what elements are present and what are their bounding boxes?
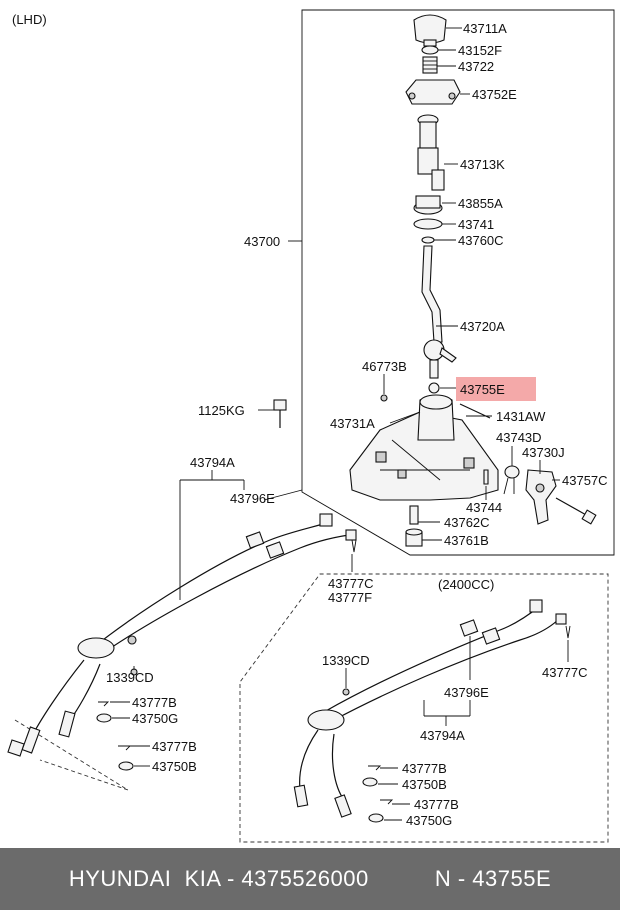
pin-43744	[483, 469, 489, 485]
label-43730J: 43730J	[522, 445, 565, 460]
kit-2400cc-outline	[239, 573, 609, 843]
washer-group-outline	[14, 719, 129, 791]
label-43750B: 43750B	[152, 759, 197, 774]
variant-label: (LHD)	[12, 12, 47, 27]
label-43750G: 43750G	[132, 711, 178, 726]
label-43711A: 43711A	[463, 21, 507, 36]
footer-part: N - 43755E	[434, 866, 552, 891]
label-43777B-2: 43777B	[152, 739, 197, 754]
select-lever-arm	[525, 469, 557, 525]
label-43700: 43700	[244, 234, 280, 249]
label-43152F: 43152F	[458, 43, 502, 58]
label-43752E: 43752E	[472, 87, 517, 102]
washer-group-left	[96, 701, 134, 771]
label-2400cc: (2400CC)	[438, 577, 494, 592]
label-43731A: 43731A	[330, 416, 375, 431]
label-43762C: 43762C	[444, 515, 490, 530]
label-43720A: 43720A	[460, 319, 505, 334]
label-46773B: 46773B	[362, 359, 407, 374]
footer-brand: HYUNDAI KIA - 4375526000	[68, 866, 369, 891]
label-43741: 43741	[458, 217, 494, 232]
label-43761B: 43761B	[444, 533, 489, 548]
highlight-box	[456, 377, 536, 401]
ring-43760C	[421, 236, 435, 244]
leader-lines	[110, 27, 569, 821]
lever-bush	[413, 195, 443, 215]
label-43755E: 43755E	[460, 382, 505, 397]
assembly-outline	[301, 9, 615, 556]
label-43777F: 43777F	[328, 590, 372, 605]
label-43744: 43744	[466, 500, 502, 515]
label-43750G-2400: 43750G	[406, 813, 452, 828]
cable-assembly-main	[7, 513, 357, 757]
bush-43761B	[405, 528, 423, 547]
bolt-1125KG	[273, 399, 287, 428]
nut-1339CD-2400	[342, 688, 350, 696]
lever-lower	[421, 245, 457, 379]
label-43722: 43722	[458, 59, 494, 74]
lever-boot	[405, 79, 461, 105]
bolt-43762C	[409, 505, 419, 525]
parts-diagram: (LHD)	[7, 9, 615, 843]
knob-ring	[421, 45, 439, 55]
label-43794A: 43794A	[190, 455, 235, 470]
washer-group-2400	[362, 765, 394, 823]
footer-bar: HYUNDAI KIA - 4375526000 N - 43755E	[0, 848, 620, 910]
label-43713K: 43713K	[460, 157, 505, 172]
label-43777C: 43777C	[328, 576, 374, 591]
label-43777B: 43777B	[132, 695, 177, 710]
label-1339CD: 1339CD	[106, 670, 154, 685]
clip-43777C-2400	[565, 625, 571, 639]
label-43777C-2400: 43777C	[542, 665, 588, 680]
label-1339CD-2400: 1339CD	[322, 653, 370, 668]
label-43796E-2400: 43796E	[444, 685, 489, 700]
cable-assembly-2400cc	[293, 599, 567, 818]
clip-43777C	[351, 539, 357, 553]
label-43777B-2400: 43777B	[402, 761, 447, 776]
clip-43743D	[503, 465, 520, 495]
shift-knob	[413, 14, 447, 47]
bolt-43757C	[555, 497, 597, 525]
label-43855A: 43855A	[458, 196, 503, 211]
label-43794A-2400: 43794A	[420, 728, 465, 743]
label-43760C: 43760C	[458, 233, 504, 248]
label-43796E: 43796E	[230, 491, 275, 506]
lever-upper-shaft	[417, 114, 445, 191]
shifter-housing	[349, 394, 499, 501]
label-1431AW: 1431AW	[496, 409, 546, 424]
label-43757C: 43757C	[562, 473, 608, 488]
label-43743D: 43743D	[496, 430, 542, 445]
ball-43755E	[428, 382, 440, 394]
label-43750B-2400: 43750B	[402, 777, 447, 792]
label-43777B-2400-2: 43777B	[414, 797, 459, 812]
spring	[422, 56, 438, 74]
label-1125KG: 1125KG	[198, 403, 245, 418]
nut-46773B	[380, 394, 388, 402]
washer-43741	[413, 218, 443, 230]
